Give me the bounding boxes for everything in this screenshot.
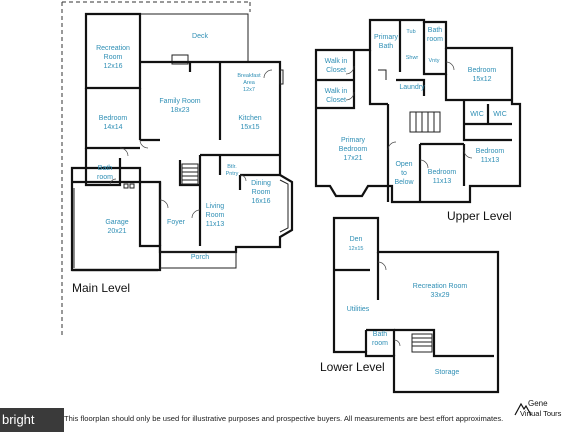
lower-stairs <box>411 333 433 353</box>
wic-1-label: WIC <box>470 111 484 118</box>
kitchen-dims: 15x15 <box>240 124 259 131</box>
family-room-label: Family Room <box>159 98 200 105</box>
bright-watermark: bright <box>0 408 64 432</box>
recreation-room-dims: 12x16 <box>103 63 122 70</box>
shower-label: Shwr <box>406 55 419 61</box>
bedroom-3-label: Bedroom <box>428 169 457 176</box>
den-dims: 12x15 <box>349 246 364 252</box>
porch-outline <box>160 251 237 269</box>
bedroom-label: Bedroom <box>99 115 128 122</box>
dining-room-dims: 16x16 <box>251 198 270 205</box>
den-label: Den <box>350 236 363 243</box>
upper-bathroom-label-2: room <box>427 36 443 43</box>
open-to-below-label-3: Below <box>394 179 414 186</box>
breakfast-area-dims: 12x7 <box>243 87 255 93</box>
lower-recreation-room-dims: 33x29 <box>430 292 449 299</box>
main-level-plan <box>61 1 294 335</box>
lower-house-walls <box>332 216 500 394</box>
main-bathroom-label: Bath <box>98 165 113 172</box>
gene-virtual-tours-logo: Gene Virtual Tours <box>514 399 574 425</box>
dining-room-label: Dining <box>251 180 271 187</box>
logo-line-2: Virtual Tours <box>520 409 562 418</box>
wic-2-label: WIC <box>493 111 507 118</box>
upper-house-walls <box>314 18 522 204</box>
primary-bedroom-dims: 17x21 <box>343 155 362 162</box>
utilities-label: Utilities <box>347 306 370 313</box>
porch-label: Porch <box>191 254 209 261</box>
upper-bathroom-label: Bath <box>428 27 443 34</box>
grill-icon <box>171 54 189 65</box>
lower-recreation-room-label: Recreation Room <box>413 283 468 290</box>
garage-dims: 20x21 <box>107 228 126 235</box>
lower-level-plan <box>332 216 500 394</box>
breakfast-area-label-2: Area <box>243 80 256 86</box>
garage-label: Garage <box>105 219 128 226</box>
lower-bathroom-label: Bath <box>373 331 388 338</box>
laundry-label: Laundry <box>399 84 425 91</box>
garage-walls <box>72 180 162 272</box>
bedroom-1-label: Bedroom <box>468 67 497 74</box>
main-stairs <box>181 163 199 185</box>
living-room-label-2: Room <box>206 212 225 219</box>
walk-in-closet-2-label-2: Closet <box>326 97 346 104</box>
vanity-label: Vnty <box>428 58 439 64</box>
lower-level-title: Lower Level <box>320 360 385 374</box>
upper-level-title: Upper Level <box>447 209 512 223</box>
upper-stairs <box>409 111 441 133</box>
recreation-room-label-2: Room <box>104 54 123 61</box>
walk-in-closet-1-label: Walk in <box>325 58 348 65</box>
open-to-below-label: Open <box>395 161 412 168</box>
primary-bath-label: Primary <box>374 34 399 41</box>
kitchen-label: Kitchen <box>238 115 261 122</box>
main-bathroom-label-2: room <box>97 174 113 181</box>
primary-bedroom-label: Primary <box>341 137 366 144</box>
butler-pantry-label-2: Pntry <box>226 171 239 177</box>
storage-label: Storage <box>435 369 460 376</box>
lower-bathroom-label-2: room <box>372 340 388 347</box>
primary-bedroom-label-2: Bedroom <box>339 146 368 153</box>
logo-line-1: Gene <box>528 399 548 408</box>
living-room-dims: 11x13 <box>206 221 225 228</box>
main-house-walls <box>70 60 294 272</box>
bedroom-2-label: Bedroom <box>476 148 505 155</box>
upper-level-plan <box>314 18 522 204</box>
bedroom-1-dims: 15x12 <box>472 76 491 83</box>
deck-outline <box>140 13 249 62</box>
main-level-title: Main Level <box>72 281 130 295</box>
bedroom-3-dims: 11x13 <box>433 178 452 185</box>
deck-label: Deck <box>192 33 208 40</box>
butler-pantry-label: Btlr. <box>227 164 237 170</box>
tub-label: Tub <box>406 29 415 35</box>
foyer-label: Foyer <box>167 219 186 226</box>
primary-bath-label-2: Bath <box>379 43 394 50</box>
walk-in-closet-2-label: Walk in <box>325 88 348 95</box>
walk-in-closet-1-label-2: Closet <box>326 67 346 74</box>
open-to-below-label-2: to <box>401 170 407 177</box>
dining-room-label-2: Room <box>252 189 271 196</box>
living-room-label: Living <box>206 203 224 210</box>
family-room-dims: 18x23 <box>170 107 189 114</box>
mountain-icon <box>514 402 532 416</box>
recreation-room-label: Recreation <box>96 45 130 52</box>
bedroom-dims: 14x14 <box>103 124 122 131</box>
disclaimer-text: This floorplan should only be used for i… <box>64 414 504 423</box>
bedroom-2-dims: 11x13 <box>481 157 500 164</box>
breakfast-area-label: Breakfast <box>237 73 261 79</box>
